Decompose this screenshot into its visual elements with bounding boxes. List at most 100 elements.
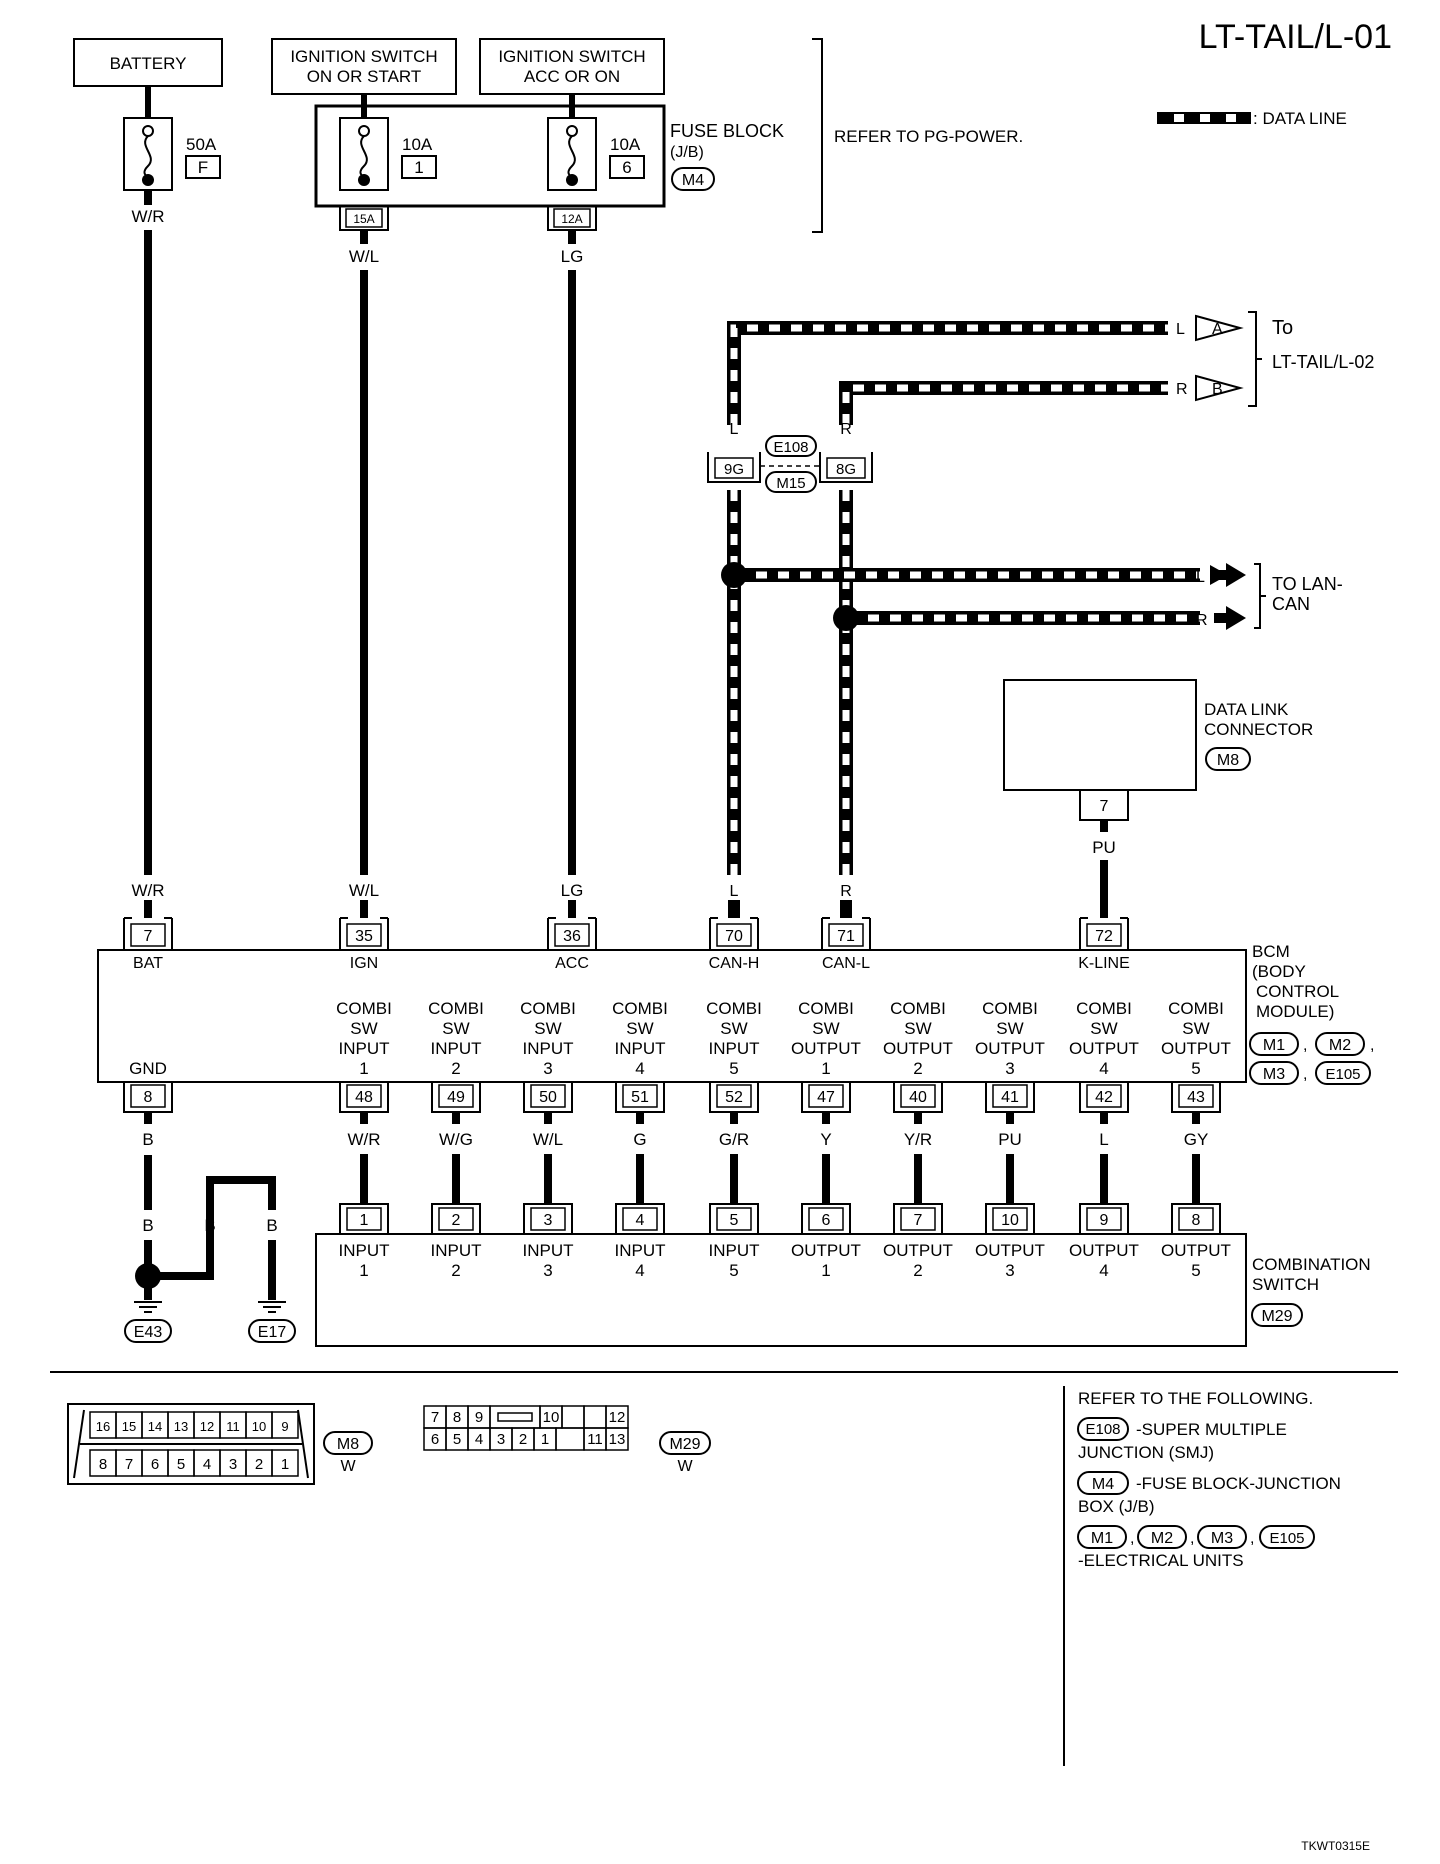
combi-word: COMBI <box>1168 999 1224 1018</box>
combi-io: OUTPUT <box>1069 1039 1139 1058</box>
combo-pin-l2: 5 <box>729 1261 738 1280</box>
wire-r-upper: R <box>840 421 852 438</box>
m8-pin: 9 <box>281 1419 288 1434</box>
combi-io: INPUT <box>431 1039 482 1058</box>
dlc-pin: 7 <box>1100 798 1109 815</box>
combo-pin-l2: 1 <box>359 1261 368 1280</box>
bcm-connectors: M1 , M2 , M3 , E105 <box>1249 1032 1374 1085</box>
fuse-50a <box>123 117 173 191</box>
combo-pin-l1: OUTPUT <box>883 1241 953 1260</box>
wire-b-gnd-3: B <box>204 1216 215 1235</box>
fuse-10a-6-rating: 10A <box>610 135 641 154</box>
svg-text:9G: 9G <box>724 461 744 478</box>
wire-wr-bottom: W/R <box>131 881 164 900</box>
fuse-block-label-1: FUSE BLOCK <box>670 121 784 141</box>
fuse-block-box <box>314 104 666 208</box>
combi-word: COMBI <box>890 999 946 1018</box>
svg-text:E105: E105 <box>1269 1530 1304 1547</box>
m29-view-color: W <box>677 1458 693 1475</box>
combo-pin-num: 4 <box>636 1212 645 1229</box>
combi-num: 3 <box>1005 1059 1014 1078</box>
fuse-block-conn-oval <box>671 167 715 191</box>
to-lt-l-label: L <box>1176 321 1185 338</box>
m8-pin: 12 <box>200 1419 214 1434</box>
wire-r-bottom: R <box>840 883 852 900</box>
refer-units: M1 , M2 , M3 , E105 <box>1077 1525 1315 1549</box>
svg-text:M3: M3 <box>1263 1066 1285 1083</box>
m8-pin: 7 <box>125 1456 133 1473</box>
combo-pin-l1: OUTPUT <box>1161 1241 1231 1260</box>
combo-pin-l1: INPUT <box>523 1241 574 1260</box>
combo-pin-num: 5 <box>730 1212 739 1229</box>
m29-pin: 2 <box>519 1431 527 1448</box>
flag-a <box>1195 314 1244 342</box>
refer-units-desc: -ELECTRICAL UNITS <box>1078 1551 1244 1570</box>
svg-text:,: , <box>1190 1530 1194 1547</box>
m8-view-conn: M8 <box>337 1436 359 1453</box>
battery-label: BATTERY <box>110 54 187 73</box>
svg-text:,: , <box>1303 1037 1307 1054</box>
combi-num: 1 <box>359 1059 368 1078</box>
bcm-pin-num: 40 <box>909 1089 927 1106</box>
wire-r-mid: R <box>840 499 852 516</box>
sw-word: SW <box>534 1019 561 1038</box>
m8-pin: 2 <box>255 1456 263 1473</box>
wire-color: Y <box>820 1130 831 1149</box>
combo-pin-num: 2 <box>452 1212 461 1229</box>
svg-text:,: , <box>1130 1530 1134 1547</box>
m29-pin: 8 <box>453 1409 461 1426</box>
bcm-top-pin-num: 7 <box>144 928 153 945</box>
bcm-top-pin-num: 36 <box>563 928 581 945</box>
m29-pin: 7 <box>431 1409 439 1426</box>
wire-l-bottom: L <box>730 883 739 900</box>
combo-pin-l2: 3 <box>1005 1261 1014 1280</box>
combi-io: OUTPUT <box>1161 1039 1231 1058</box>
m29-pin: 13 <box>609 1431 626 1448</box>
m8-pin: 10 <box>252 1419 266 1434</box>
bcm-top-pin-num: 70 <box>725 928 743 945</box>
svg-text:15A: 15A <box>353 212 374 226</box>
wire-b-gnd-4: B <box>266 1216 277 1235</box>
bcm-top-pin-label: CAN-L <box>822 955 870 972</box>
combo-pin-l2: 4 <box>1099 1261 1108 1280</box>
bcm-top-pin-num: 71 <box>837 928 855 945</box>
combi-num: 5 <box>729 1059 738 1078</box>
bcm-name-3: CONTROL <box>1256 982 1339 1001</box>
m8-pin: 3 <box>229 1456 237 1473</box>
svg-text:,: , <box>1250 1530 1254 1547</box>
bcm-pin-num: 47 <box>817 1089 835 1106</box>
combi-num: 4 <box>635 1059 644 1078</box>
refer-m4: M4 <box>1092 1476 1114 1493</box>
refer-e108: E108 <box>1085 1421 1120 1438</box>
combo-pin-num: 1 <box>360 1212 369 1229</box>
m29-pin: 4 <box>475 1431 483 1448</box>
lan-arrow-r <box>1226 606 1246 630</box>
e108-oval <box>765 435 817 457</box>
e108-label: E108 <box>773 439 808 456</box>
combination-switch-box <box>315 1233 1247 1347</box>
wire-b-gnd-1: B <box>142 1130 153 1149</box>
svg-text:8G: 8G <box>836 461 856 478</box>
bcm-top-pin-num: 72 <box>1095 928 1113 945</box>
wire-color: W/R <box>347 1130 380 1149</box>
conn-15a: 15A <box>339 206 389 231</box>
to-lt-to: To <box>1272 317 1293 339</box>
combo-switch-conn-oval <box>1251 1303 1303 1327</box>
combo-switch-conn: M29 <box>1261 1308 1292 1325</box>
m29-pin: 10 <box>543 1409 560 1426</box>
m8-pin: 13 <box>174 1419 188 1434</box>
sw-word: SW <box>904 1019 931 1038</box>
bcm-top-pin-label: CAN-H <box>709 955 760 972</box>
m29-pin: 12 <box>609 1409 626 1426</box>
combo-pin-l1: INPUT <box>615 1241 666 1260</box>
sw-word: SW <box>626 1019 653 1038</box>
bcm-pin-num: 50 <box>539 1089 557 1106</box>
combi-word: COMBI <box>336 999 392 1018</box>
